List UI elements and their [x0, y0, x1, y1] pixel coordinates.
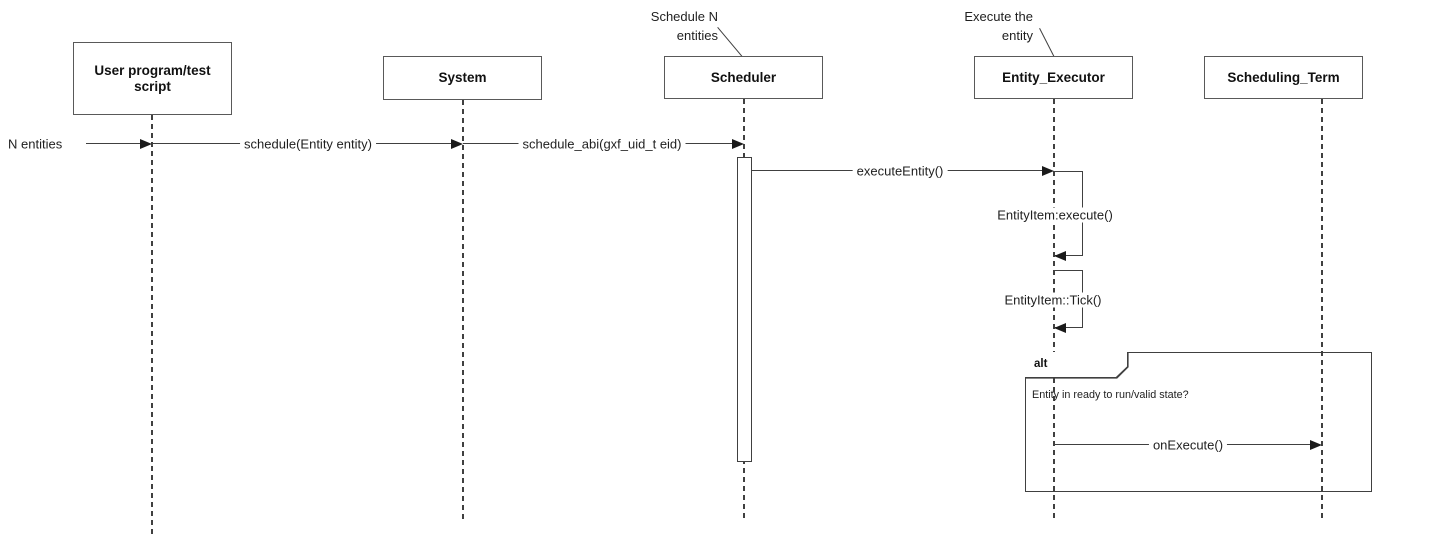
lifeline-system: [462, 100, 464, 523]
activation-bar-scheduler: [737, 157, 752, 462]
arrowhead-icon: [1310, 440, 1322, 450]
annotation-pointer-line: [717, 27, 744, 58]
actor-box-scheduler: Scheduler: [664, 56, 823, 99]
actor-label-user-program: User program/test script: [94, 62, 211, 94]
arrowhead-icon: [1054, 323, 1066, 333]
message-line: [86, 143, 141, 144]
message-label-schedule-abi: schedule_abi(gxf_uid_t eid): [518, 136, 686, 152]
actor-label-system: System: [438, 70, 487, 85]
annotation-schedule-n-entities: Schedule N entities: [650, 9, 718, 43]
actor-box-system: System: [383, 56, 542, 100]
lifeline-scheduling-term: [1321, 99, 1323, 521]
actor-box-entity-executor: Entity_Executor: [974, 56, 1133, 99]
alt-operator-label: alt: [1034, 358, 1048, 370]
arrowhead-icon: [140, 139, 152, 149]
actor-label-scheduler: Scheduler: [710, 69, 777, 85]
actor-box-scheduling-term: Scheduling_Term: [1204, 56, 1363, 99]
arrowhead-icon: [732, 139, 744, 149]
lifeline-entity-executor: [1053, 99, 1055, 521]
alt-fragment-tab-fill: [1024, 351, 1128, 378]
lifeline-user-program: [151, 115, 153, 537]
message-label-n-entities: N entities: [8, 136, 63, 152]
message-label-execute-entity: executeEntity(): [852, 163, 948, 179]
alt-fragment: alt Entity in ready to run/valid state?: [1024, 351, 1372, 492]
arrowhead-icon: [1042, 166, 1054, 176]
message-label-schedule: schedule(Entity entity): [240, 136, 376, 152]
actor-label-scheduling-term: Scheduling_Term: [1227, 69, 1340, 85]
actor-box-user-program: User program/test script: [73, 42, 232, 115]
annotation-pointer-line: [1039, 28, 1055, 58]
arrowhead-icon: [451, 139, 463, 149]
message-label-entityitem-execute: EntityItem:execute(): [993, 207, 1117, 223]
actor-label-entity-executor: Entity_Executor: [1002, 69, 1105, 85]
arrowhead-icon: [1054, 251, 1066, 261]
message-label-on-execute: onExecute(): [1148, 437, 1228, 453]
message-label-entityitem-tick: EntityItem::Tick(): [1000, 292, 1106, 308]
alt-guard-condition: Entity in ready to run/valid state?: [1032, 389, 1189, 401]
alt-fragment-tab: [1024, 351, 1129, 379]
annotation-execute-the-entity: Execute the entity: [964, 9, 1033, 43]
